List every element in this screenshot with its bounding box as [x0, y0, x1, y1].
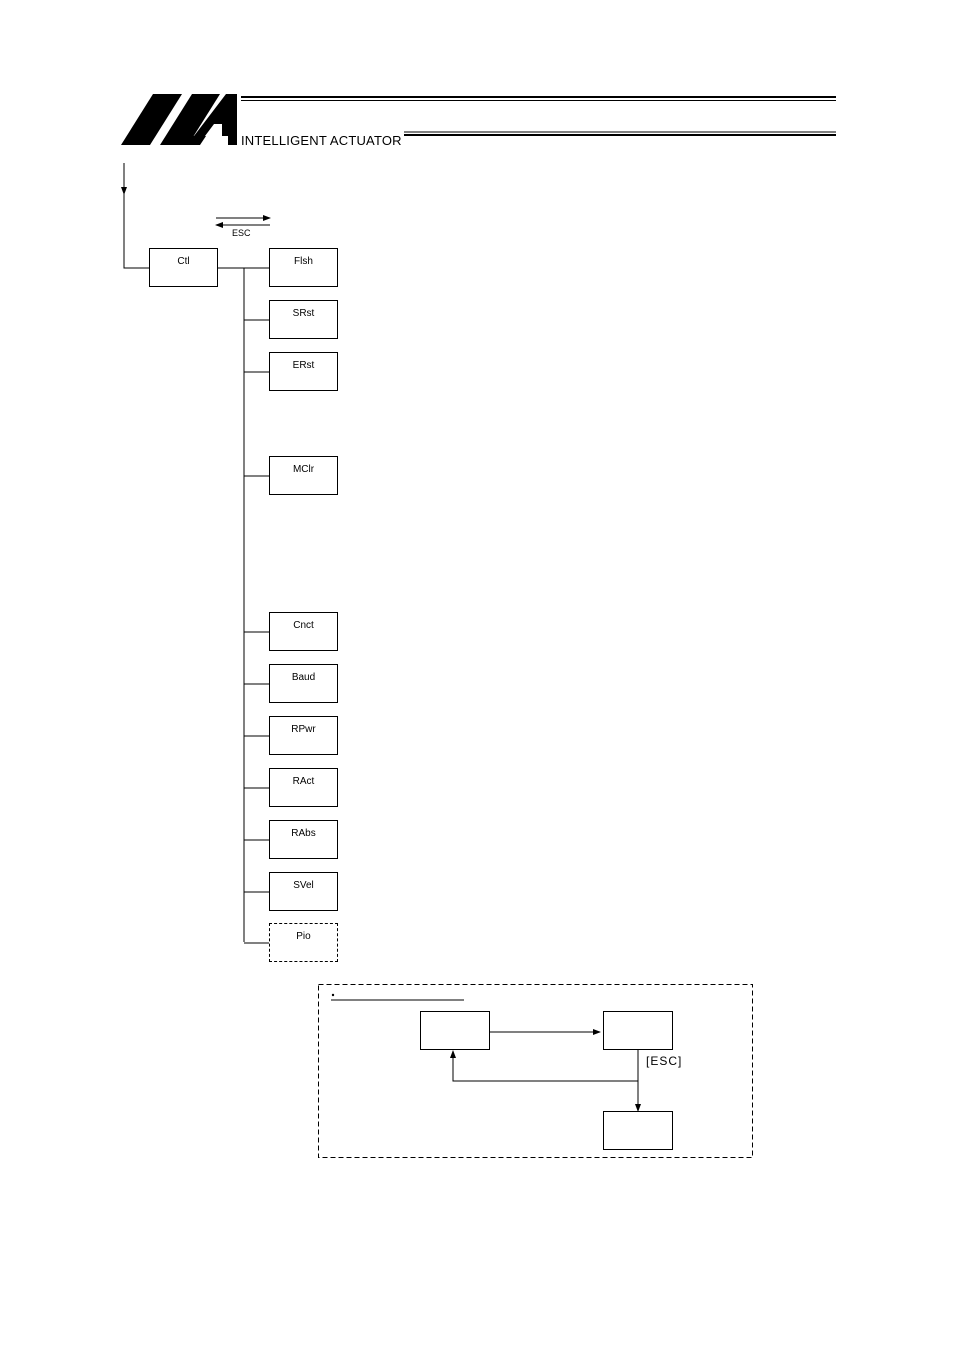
- header-rules: [241, 96, 836, 136]
- menu-box-label: Baud: [291, 672, 316, 683]
- root-connector: [123, 194, 149, 269]
- branch-lines: [244, 319, 269, 944]
- menu-box-flsh[interactable]: Flsh: [269, 248, 338, 287]
- logo-stroke-2: [160, 94, 220, 145]
- legend-box-lower: [603, 1111, 673, 1150]
- menu-box-ctl[interactable]: Ctl: [149, 248, 218, 287]
- brand-text: INTELLIGENT ACTUATOR: [241, 133, 402, 148]
- menu-box-label: RAct: [292, 776, 315, 787]
- menu-box-label: MClr: [292, 464, 315, 475]
- legend-esc-label: [ESC]: [646, 1054, 683, 1068]
- menu-box-erst[interactable]: ERst: [269, 352, 338, 391]
- menu-box-mclr[interactable]: MClr: [269, 456, 338, 495]
- menu-box-srst[interactable]: SRst: [269, 300, 338, 339]
- iai-logo: [121, 94, 237, 145]
- menu-box-label: RPwr: [291, 724, 316, 735]
- menu-box-ract[interactable]: RAct: [269, 768, 338, 807]
- legend-return-arrow: [450, 1050, 638, 1082]
- menu-box-svel[interactable]: SVel: [269, 872, 338, 911]
- menu-box-label: Pio: [296, 931, 311, 942]
- menu-box-rpwr[interactable]: RPwr: [269, 716, 338, 755]
- menu-box-cnct[interactable]: Cnct: [269, 612, 338, 651]
- legend-frame: [318, 984, 753, 1158]
- menu-box-label: SVel: [293, 880, 314, 891]
- logo-stroke-1: [121, 94, 182, 145]
- menu-box-label: ERst: [292, 360, 315, 371]
- logo-stroke-base: [170, 136, 206, 145]
- menu-box-label: RAbs: [291, 828, 316, 839]
- legend-bullet-dot: [331, 993, 335, 997]
- menu-box-label: Flsh: [294, 256, 313, 267]
- menu-box-label: Cnct: [293, 620, 314, 631]
- esc-label: ESC: [232, 228, 251, 238]
- menu-box-label: SRst: [292, 308, 315, 319]
- legend-box-current: [420, 1011, 490, 1050]
- menu-box-pio[interactable]: Pio: [269, 923, 338, 962]
- menu-box-rabs[interactable]: RAbs: [269, 820, 338, 859]
- menu-box-label: Ctl: [177, 256, 190, 267]
- menu-box-baud[interactable]: Baud: [269, 664, 338, 703]
- logo-stroke-3: [194, 94, 237, 145]
- legend-box-next: [603, 1011, 673, 1050]
